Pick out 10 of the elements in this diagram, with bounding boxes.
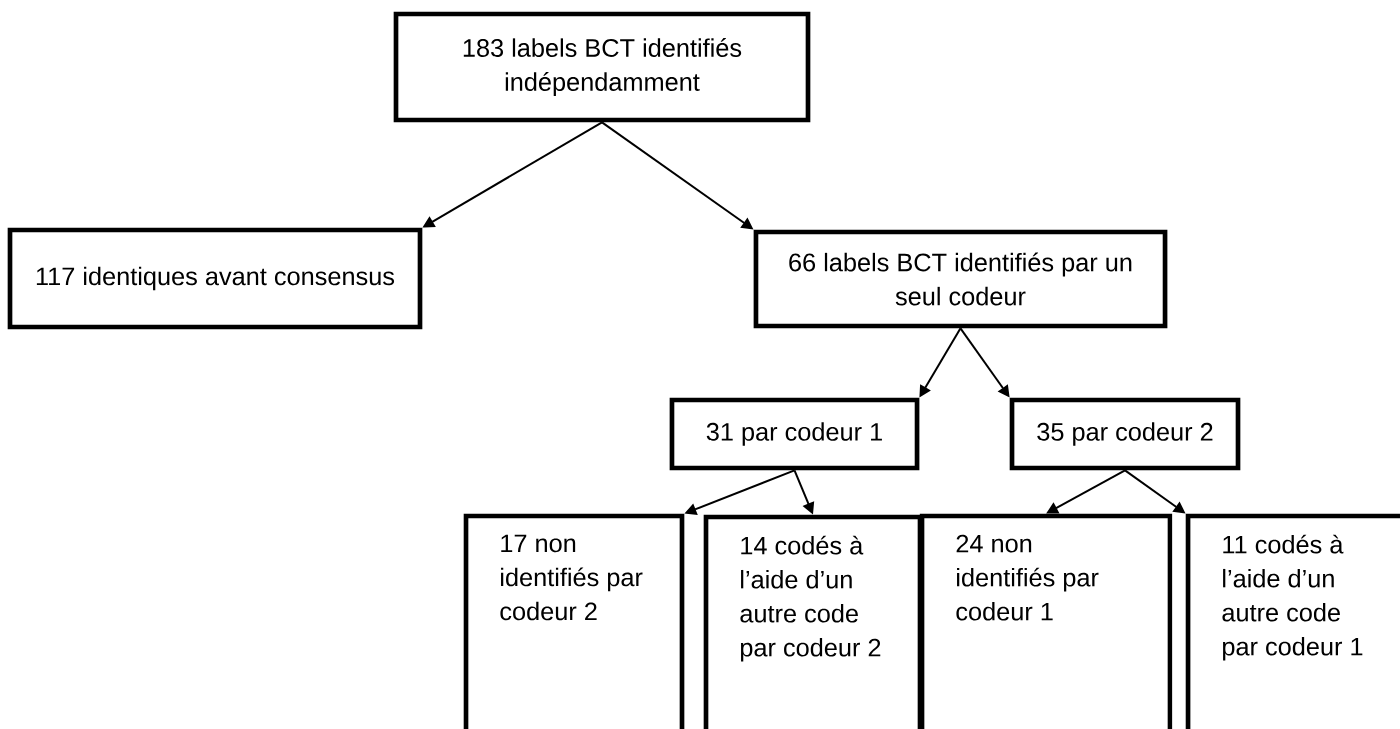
process-box: 117 identiques avant consensus xyxy=(7,227,423,330)
process-box: 24 non identifiés par codeur 1 xyxy=(919,513,1173,729)
process-box: 66 labels BCT identifiés par un seul codeur xyxy=(753,229,1168,329)
process-box: 31 par codeur 1 xyxy=(669,397,920,471)
process-box: 183 labels BCT identifiés indépendamment xyxy=(393,11,811,123)
process-box: 14 codés à l’aide d’un autre code par codeur 2 xyxy=(703,514,923,729)
process-box: 11 codés à l’aide d’un autre code par codeur 1 xyxy=(1185,513,1400,729)
process-box: 35 par codeur 2 xyxy=(1009,397,1241,471)
process-box: 17 non identifiés par codeur 2 xyxy=(463,513,685,729)
arrow xyxy=(1046,469,1126,514)
